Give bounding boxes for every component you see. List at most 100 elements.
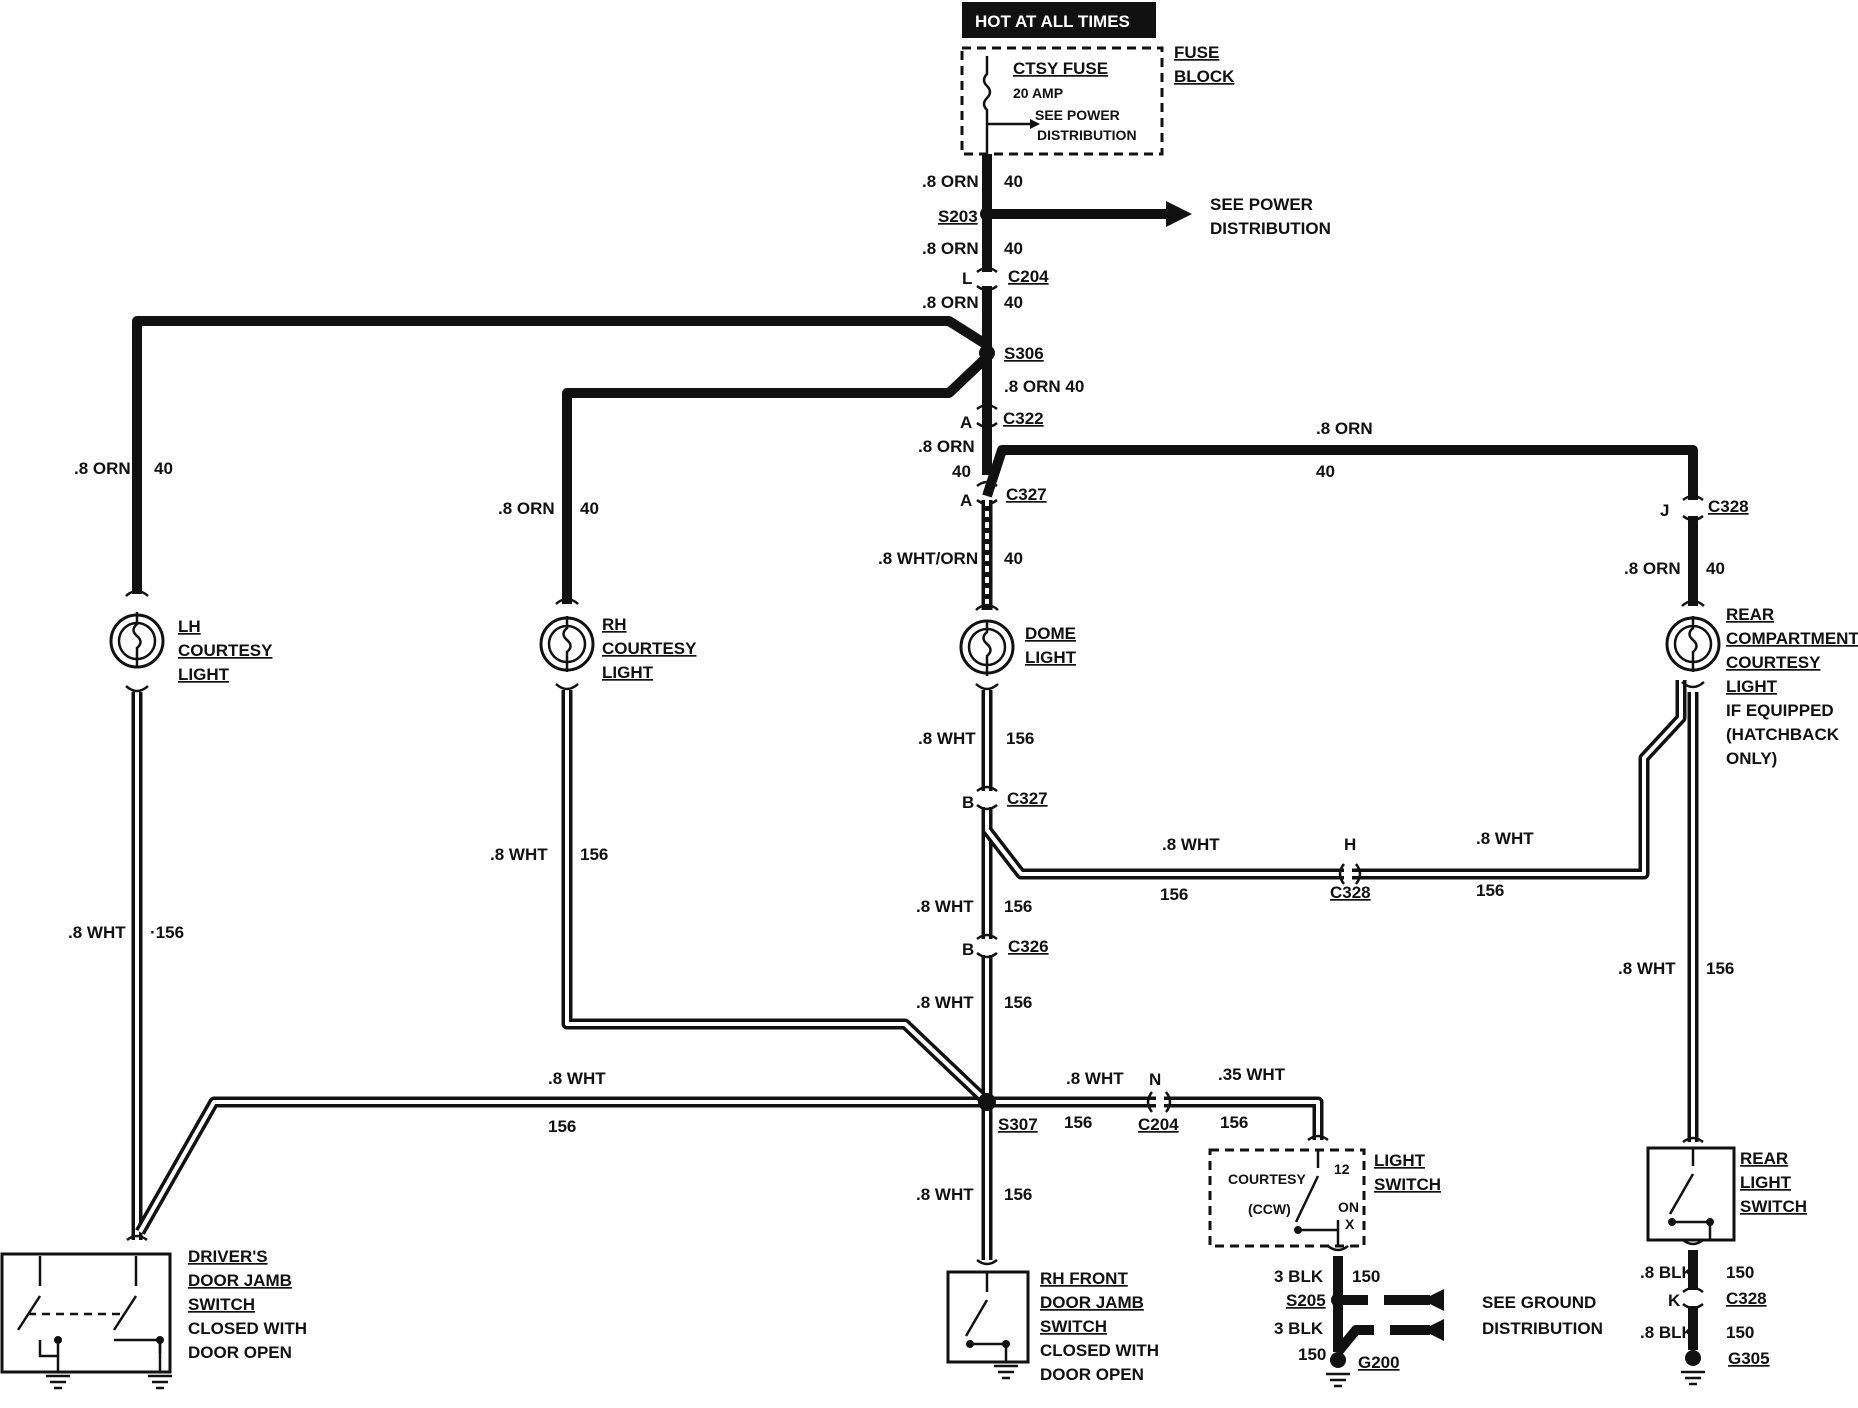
- wire-color: .8 ORN: [918, 437, 975, 456]
- c204-top-pin: L: [962, 269, 972, 288]
- circuit-number: 40: [1004, 293, 1023, 312]
- ground-distribution-note: SEE GROUND DISTRIBUTION: [1482, 1293, 1603, 1338]
- dome-label-2: LIGHT: [1025, 648, 1077, 667]
- s203-splice: [980, 207, 994, 221]
- ground-icon: [1326, 1372, 1350, 1388]
- power-dist-line-1: SEE POWER: [1210, 195, 1313, 214]
- s205-splice: [1331, 1293, 1345, 1307]
- wire-color: .8 WHT: [1618, 959, 1676, 978]
- c204-bottom-label: C204: [1138, 1115, 1179, 1134]
- lh-label-1: LH: [178, 617, 201, 636]
- wire-color: .8 BLK: [1640, 1323, 1695, 1342]
- circuit-number: 156: [1064, 1113, 1092, 1132]
- connector-chevrons-top: [976, 266, 1704, 522]
- rh-label-3: LIGHT: [602, 663, 654, 682]
- drivers-door-jamb-switch: DRIVER'S DOOR JAMB SWITCH CLOSED WITH DO…: [0, 1247, 307, 1390]
- circuit-number: 156: [1220, 1113, 1248, 1132]
- wire-color: .8 ORN: [74, 459, 131, 478]
- power-dist-line-2: DISTRIBUTION: [1210, 219, 1331, 238]
- power-distribution-note: SEE POWER DISTRIBUTION: [1210, 195, 1331, 238]
- circuit-number: 156: [1004, 897, 1032, 916]
- circuit-number: 150: [1726, 1263, 1754, 1282]
- circuit-number: 156: [1004, 993, 1032, 1012]
- c328-bottom-label: C328: [1726, 1289, 1767, 1308]
- fuse-element-icon: [982, 56, 992, 170]
- power-wires: [132, 154, 1698, 606]
- circuit-number: 156: [1004, 1185, 1032, 1204]
- signal-wires: [131, 680, 1699, 1260]
- ls-on: ON: [1338, 1199, 1359, 1215]
- ground-icon: [1681, 1370, 1705, 1386]
- wire-color: .8 ORN: [1624, 559, 1681, 578]
- ls-pin: 12: [1334, 1161, 1350, 1177]
- ground-icon: [148, 1374, 172, 1390]
- wire-color: .8 WHT: [918, 729, 976, 748]
- drivers-switch-note-1: CLOSED WITH: [188, 1319, 307, 1338]
- wire-color: .8 WHT/ORN: [878, 549, 978, 568]
- c322-label: C322: [1003, 409, 1044, 428]
- c204-bottom-pin: N: [1149, 1070, 1161, 1089]
- c326-label: C326: [1008, 937, 1049, 956]
- c204-top-label: C204: [1008, 267, 1049, 286]
- rear-switch-label-2: LIGHT: [1740, 1173, 1792, 1192]
- circuit-number: 40: [1004, 172, 1023, 191]
- wire-color: .8 WHT: [916, 1185, 974, 1204]
- light-switch-label-2: SWITCH: [1374, 1175, 1441, 1194]
- c326-pin: B: [962, 940, 974, 959]
- wire-color: .8 WHT: [1476, 829, 1534, 848]
- ground-circuits: [1326, 1238, 1705, 1388]
- wire-color-circuit: .8 ORN 40: [1004, 377, 1084, 396]
- lh-label-3: LIGHT: [178, 665, 230, 684]
- circuit-number: ·156: [150, 923, 184, 942]
- rear-switch-label-1: REAR: [1740, 1149, 1788, 1168]
- circuit-number: 156: [548, 1117, 576, 1136]
- circuit-number: 40: [154, 459, 173, 478]
- c328-bottom-pin: K: [1668, 1291, 1681, 1310]
- rear-filament-icon: [1688, 616, 1698, 672]
- rear-label-4: LIGHT: [1726, 677, 1778, 696]
- s205-label: S205: [1286, 1291, 1326, 1310]
- circuit-number: 156: [1706, 959, 1734, 978]
- wire-color: .8 ORN: [498, 499, 555, 518]
- rh-label-2: COURTESY: [602, 639, 697, 658]
- circuit-number: 40: [580, 499, 599, 518]
- s306-splice: [979, 345, 995, 361]
- circuit-number: 40: [1004, 549, 1023, 568]
- ground-icon: [994, 1364, 1018, 1380]
- circuit-number: 156: [580, 845, 608, 864]
- ls-x: X: [1345, 1216, 1355, 1232]
- dome-filament-icon: [982, 620, 992, 676]
- rear-compartment-courtesy-light: REAR COMPARTMENT COURTESY LIGHT IF EQUIP…: [1665, 599, 1858, 768]
- c328-mid-pin: H: [1344, 835, 1356, 854]
- wire-labels: .8 ORN 40 .8 ORN 40 .8 ORN 40 .8 ORN 40 …: [68, 172, 1754, 1364]
- rh-front-door-jamb-switch: RH FRONT DOOR JAMB SWITCH CLOSED WITH DO…: [946, 1269, 1159, 1384]
- wire-color: .8 ORN: [922, 293, 979, 312]
- fuse-rating: 20 AMP: [1013, 85, 1063, 101]
- c322-pin: A: [960, 413, 972, 432]
- wire-color: .8 BLK: [1640, 1263, 1695, 1282]
- rh-filament-icon: [562, 616, 572, 672]
- rh-courtesy-light: RH COURTESY LIGHT: [539, 597, 697, 691]
- circuit-number: 156: [1160, 885, 1188, 904]
- hot-label: HOT AT ALL TIMES: [975, 12, 1130, 31]
- fuse-block-label-1: FUSE: [1174, 43, 1219, 62]
- rear-note-1: IF EQUIPPED: [1726, 701, 1834, 720]
- c328-right-label: C328: [1708, 497, 1749, 516]
- wire-color: .35 WHT: [1218, 1065, 1286, 1084]
- fuse-see-line1: SEE POWER: [1035, 107, 1120, 123]
- fuse-block: CTSY FUSE 20 AMP SEE POWER DISTRIBUTION …: [960, 43, 1235, 170]
- rear-label-2: COMPARTMENT: [1726, 629, 1858, 648]
- c328-right-pin: J: [1660, 501, 1669, 520]
- g305-label: G305: [1728, 1349, 1770, 1368]
- fuse-block-label-2: BLOCK: [1174, 67, 1235, 86]
- circuit-number: 40: [1316, 462, 1335, 481]
- ground-dist-line-2: DISTRIBUTION: [1482, 1319, 1603, 1338]
- rear-switch-label-3: SWITCH: [1740, 1197, 1807, 1216]
- rh-switch-note-1: CLOSED WITH: [1040, 1341, 1159, 1360]
- connector-chevrons-signal: [126, 785, 1704, 1266]
- wire-color: .8 WHT: [1162, 835, 1220, 854]
- circuit-number: 150: [1298, 1345, 1326, 1364]
- ls-ccw: (CCW): [1248, 1201, 1291, 1217]
- rear-note-2: (HATCHBACK: [1726, 725, 1840, 744]
